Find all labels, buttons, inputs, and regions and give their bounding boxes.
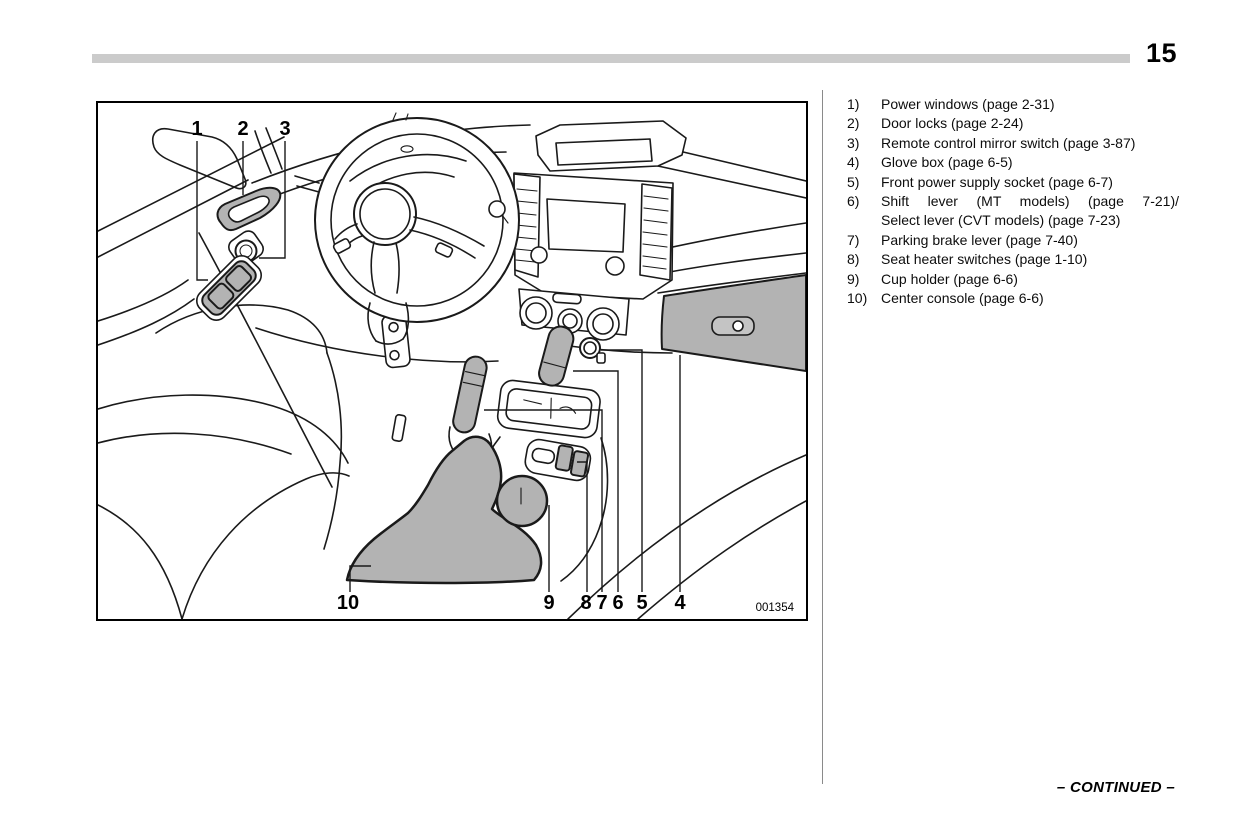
callout-1: 1	[191, 118, 202, 140]
center-stack	[513, 120, 687, 341]
continued-footer: – CONTINUED –	[1056, 779, 1175, 796]
legend-item-text: Front power supply socket (page 6-7)	[881, 173, 1113, 190]
legend-item-text: Door locks (page 2-24)	[881, 115, 1024, 132]
legend-item-text: Power windows (page 2-31)	[881, 96, 1055, 112]
legend-item-text: Remote control mirror switch (page 3-87)	[881, 134, 1136, 151]
center-console	[345, 435, 609, 585]
shift-lever	[538, 325, 575, 387]
tuning-knob	[530, 246, 548, 264]
multifunction-display	[555, 138, 653, 166]
legend-item-text: Parking brake lever (page 7-40)	[881, 231, 1078, 248]
legend-item-number: 5)	[847, 173, 860, 190]
glove-box	[660, 274, 806, 372]
seatbelt-buckle	[391, 414, 407, 442]
callout-8: 8	[580, 592, 591, 614]
callout-5: 5	[636, 592, 647, 614]
legend-item: 9) Cup holder (page 6-6)	[847, 270, 1192, 289]
legend-item-text: Cup holder (page 6-6)	[881, 270, 1018, 287]
callout-7: 7	[596, 592, 607, 614]
callout-2: 2	[237, 118, 248, 140]
steering-wheel	[294, 112, 520, 345]
legend-item-number: 10)	[847, 290, 868, 307]
legend-list: 1) Power windows (page 2-31) 2) Door locks …	[847, 95, 1192, 308]
climate-knob-left	[519, 296, 553, 330]
window-switch-panel	[195, 254, 263, 322]
callout-leaders	[196, 141, 681, 592]
page-number: 15	[1146, 38, 1178, 68]
legend-item-number: 3)	[847, 134, 860, 151]
legend-item-number: 9)	[847, 270, 860, 287]
volume-knob	[605, 256, 625, 276]
legend-item-number: 4)	[847, 154, 860, 171]
spoke-switch-right	[434, 242, 454, 258]
legend-item: 6) Shift lever (MT models) (page 7-21)/Se…	[847, 192, 1192, 231]
column-divider	[822, 90, 823, 784]
legend-item: 8) Seat heater switches (page 1-10)	[847, 250, 1192, 269]
legend-item: 7) Parking brake lever (page 7-40)	[847, 231, 1192, 250]
audio-display	[546, 198, 626, 253]
turn-signal-stalk	[294, 175, 320, 193]
footwell-curves	[567, 454, 806, 619]
callout-labels: 1 2 3 10 9 8 7 6 5 4	[191, 118, 686, 614]
header-rule	[92, 54, 1130, 63]
ignition-switch	[488, 200, 506, 218]
seat-heater-switches	[524, 438, 592, 482]
spoke-switch-left	[332, 238, 352, 254]
power-socket	[579, 337, 601, 359]
legend-item-number: 6)	[847, 193, 860, 210]
shifter-area	[496, 325, 606, 439]
parking-brake-lever	[448, 355, 493, 463]
console-armrest	[345, 435, 543, 585]
legend-item: 1) Power windows (page 2-31)	[847, 95, 1192, 114]
legend-item-number: 7)	[847, 231, 860, 248]
legend-item: 5) Front power supply socket (page 6-7)	[847, 173, 1192, 192]
door-panel	[98, 127, 285, 346]
legend-item: 3) Remote control mirror switch (page 3-8…	[847, 134, 1192, 153]
legend-item-number: 1)	[847, 96, 860, 112]
legend-item: 10) Center console (page 6-6)	[847, 289, 1192, 308]
legend-item-text: Seat heater switches (page 1-10)	[881, 251, 1088, 268]
legend-item-text: Center console (page 6-6)	[881, 290, 1044, 307]
legend-item-number: 2)	[847, 115, 860, 132]
climate-knob-right	[586, 307, 620, 341]
figure-code: 001354	[756, 602, 795, 614]
callout-3: 3	[279, 118, 290, 140]
callout-9: 9	[543, 592, 554, 614]
legend-item-text: Glove box (page 6-5)	[881, 154, 1013, 171]
door-controls	[195, 186, 282, 322]
cup-holder	[495, 474, 549, 528]
legend-item-text: Shift lever (MT models) (page 7-21)/Sele…	[881, 193, 1179, 229]
legend-item: 4) Glove box (page 6-5)	[847, 153, 1192, 172]
figure-frame: 1 2 3 10 9 8 7 6 5 4 001354	[96, 101, 808, 621]
callout-10: 10	[337, 592, 359, 614]
legend-item-number: 8)	[847, 251, 860, 268]
column-bracket	[381, 313, 411, 369]
legend-item: 2) Door locks (page 2-24)	[847, 114, 1192, 133]
interior-diagram: 1 2 3 10 9 8 7 6 5 4 001354	[98, 112, 806, 619]
driver-seat	[98, 232, 411, 619]
callout-4: 4	[674, 592, 686, 614]
callout-6: 6	[612, 592, 623, 614]
